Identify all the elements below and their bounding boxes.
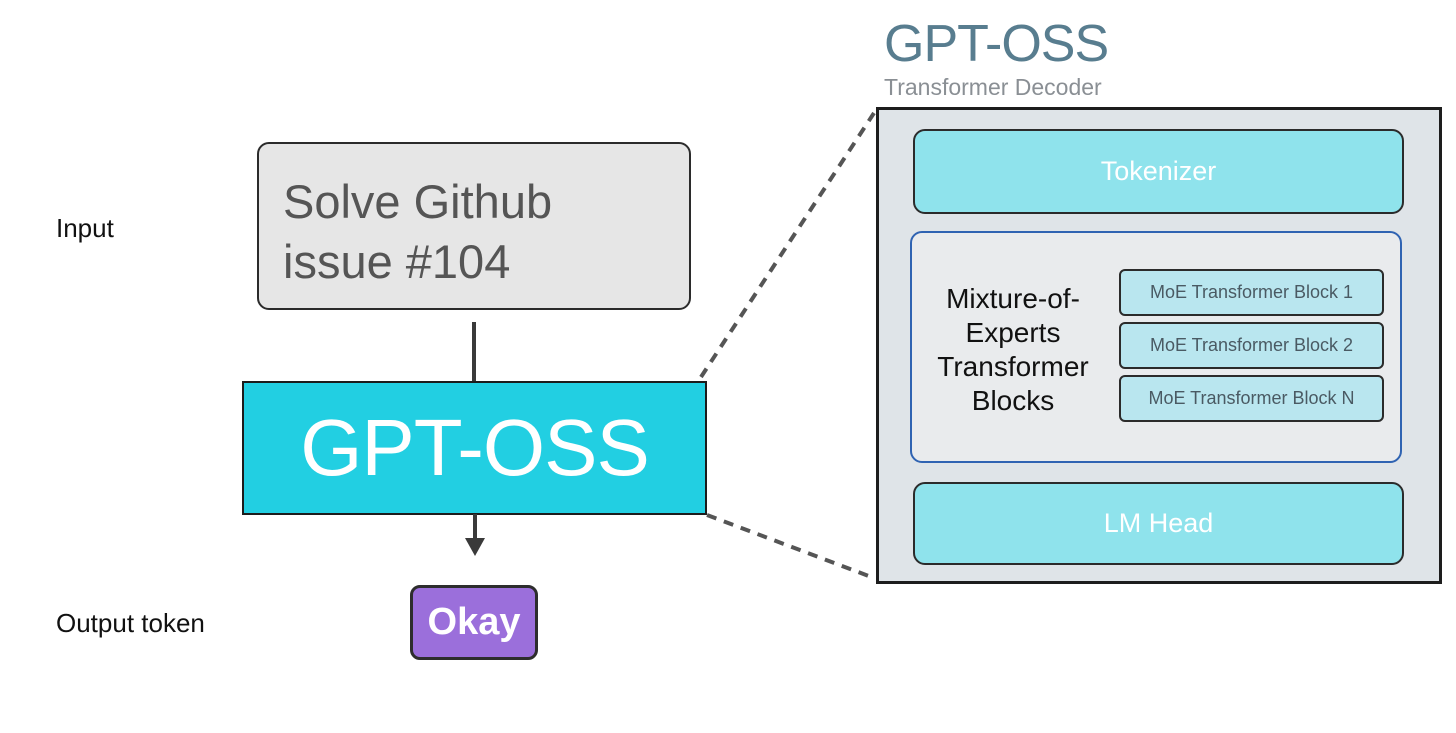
moe-group-label-line: Experts xyxy=(965,317,1061,348)
output-token-text: Okay xyxy=(427,601,521,643)
tokenizer-block: Tokenizer xyxy=(913,129,1404,214)
moe-block-n: MoE Transformer Block N xyxy=(1119,375,1384,422)
input-prompt-line-1: Solve Github xyxy=(283,175,553,228)
panel-title: GPT-OSS xyxy=(884,15,1109,73)
moe-group-label-line: Transformer xyxy=(937,351,1089,382)
lm-head-label: LM Head xyxy=(1103,508,1214,538)
moe-block-2: MoE Transformer Block 2 xyxy=(1119,322,1384,369)
moe-block-1: MoE Transformer Block 1 xyxy=(1119,269,1384,316)
zoom-line-bottom xyxy=(706,513,875,580)
tokenizer-label: Tokenizer xyxy=(1100,156,1217,186)
model-box: GPT-OSS xyxy=(242,381,707,515)
moe-group-label-line: Blocks xyxy=(971,385,1055,416)
input-to-model-connector xyxy=(472,322,476,382)
output-token-chip: Okay xyxy=(410,585,538,660)
input-prompt-line-2: issue #104 xyxy=(283,235,511,288)
model-to-output-arrow xyxy=(465,514,485,556)
moe-block-label: MoE Transformer Block 1 xyxy=(1149,282,1354,302)
moe-group-label-line: Mixture-of- xyxy=(946,283,1080,314)
panel-subtitle: Transformer Decoder xyxy=(884,74,1102,100)
input-label: Input xyxy=(56,213,114,243)
output-token-label: Output token xyxy=(56,608,205,638)
input-prompt-box: Solve Github issue #104 xyxy=(257,142,691,310)
moe-block-label: MoE Transformer Block 2 xyxy=(1149,335,1354,355)
model-name: GPT-OSS xyxy=(300,403,650,492)
moe-block-label: MoE Transformer Block N xyxy=(1148,388,1355,408)
zoom-line-top xyxy=(699,111,876,379)
lm-head-block: LM Head xyxy=(913,482,1404,565)
moe-group-label: Mixture-of- Experts Transformer Blocks xyxy=(928,282,1098,418)
